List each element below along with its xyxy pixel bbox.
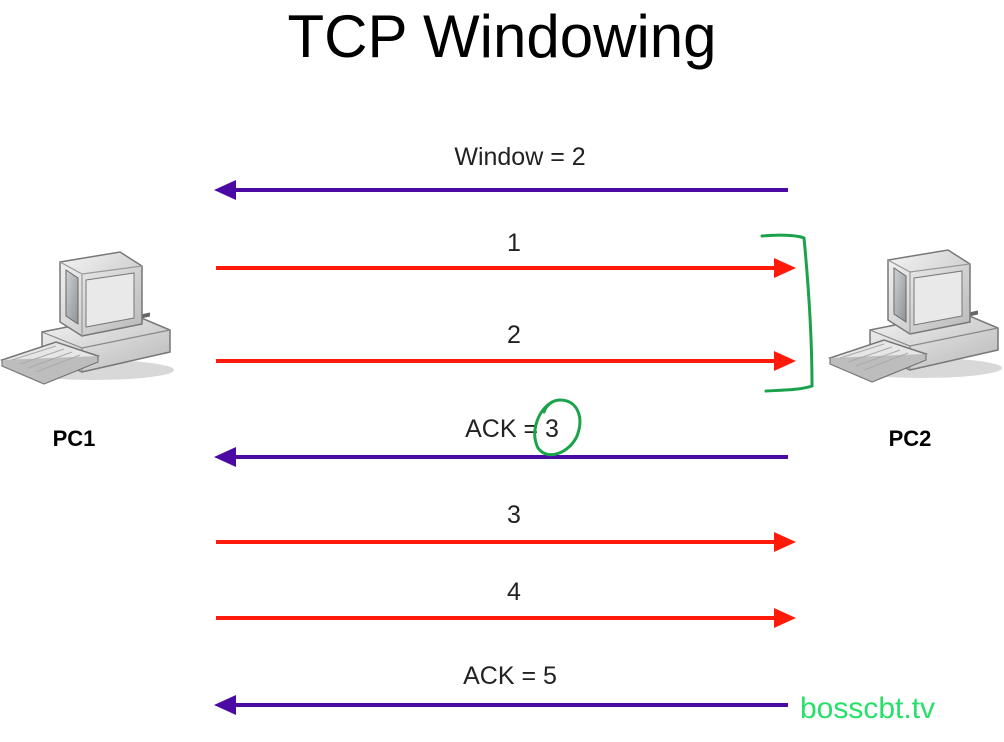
message-label: 3	[507, 501, 521, 529]
message-segment-3: 3	[216, 501, 796, 552]
message-label: 1	[507, 229, 521, 257]
message-segment-1: 1	[216, 229, 796, 278]
message-segment-2: 2	[216, 321, 796, 371]
pc2-label: PC2	[889, 426, 932, 451]
window-bracket-annotation	[760, 233, 814, 393]
message-window: Window = 2	[214, 143, 788, 200]
pc1-computer-icon	[1, 251, 175, 385]
page-title: TCP Windowing	[287, 3, 717, 70]
message-label: ACK = 5	[463, 662, 557, 690]
pc2-computer-icon	[829, 249, 1003, 383]
ack-circle-annotation	[533, 398, 582, 457]
message-label: Window = 2	[454, 143, 585, 171]
message-label: 2	[507, 321, 521, 349]
message-segment-4: 4	[216, 578, 796, 628]
message-ack-3: ACK = 3	[214, 415, 788, 467]
message-ack-5: ACK = 5	[214, 662, 788, 715]
message-label: ACK = 3	[465, 415, 559, 443]
pc1-label: PC1	[53, 426, 96, 451]
watermark: bosscbt.tv	[800, 692, 936, 725]
message-label: 4	[507, 578, 521, 606]
